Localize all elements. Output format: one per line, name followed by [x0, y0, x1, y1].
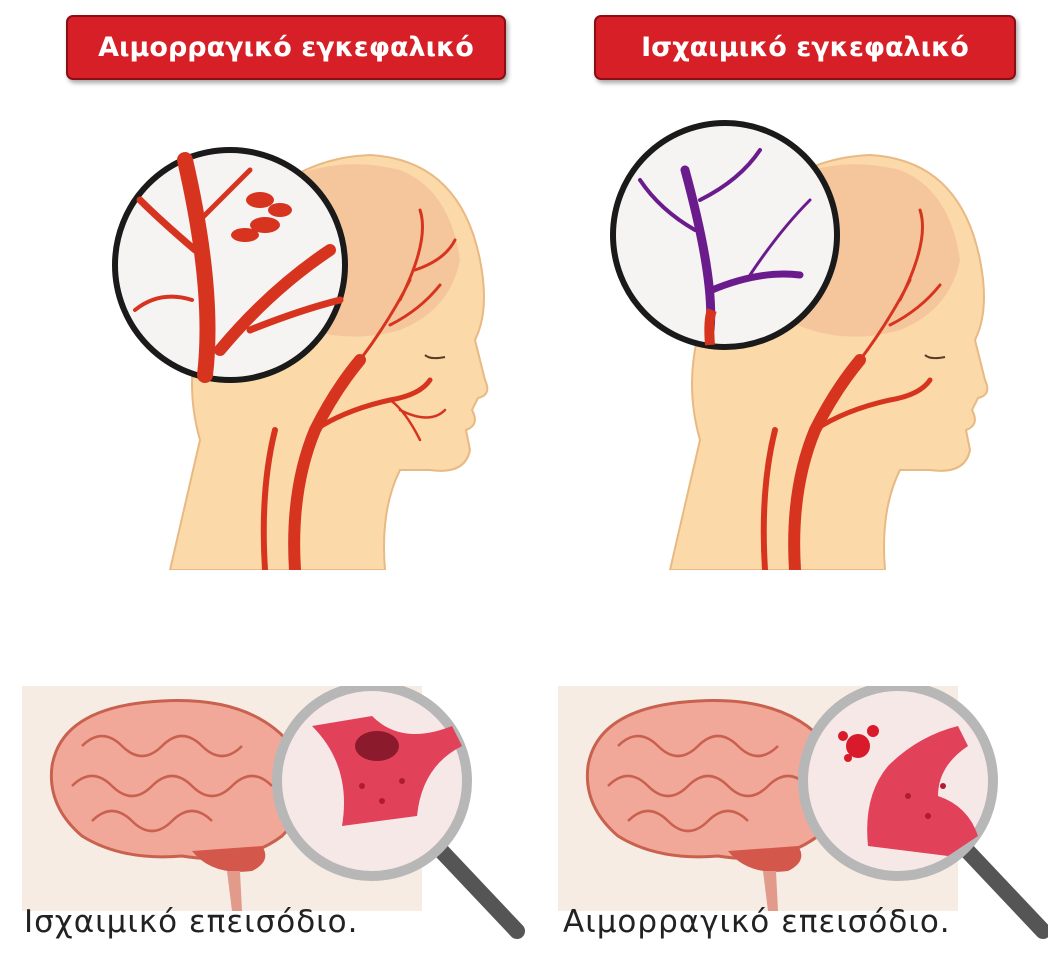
hemorrhagic-stroke-label: Αιμορραγικό εγκεφαλικό [66, 15, 506, 80]
hemorrhagic-episode-caption: Αιμορραγικό επεισόδιο. [563, 904, 951, 940]
ischemic-head-illustration [600, 110, 1020, 570]
hemorrhagic-head-illustration [100, 110, 520, 570]
ischemic-episode-caption: Ισχαιμικό επεισόδιο. [24, 904, 358, 940]
ischemic-stroke-label: Ισχαιμικό εγκεφαλικό [594, 15, 1016, 80]
